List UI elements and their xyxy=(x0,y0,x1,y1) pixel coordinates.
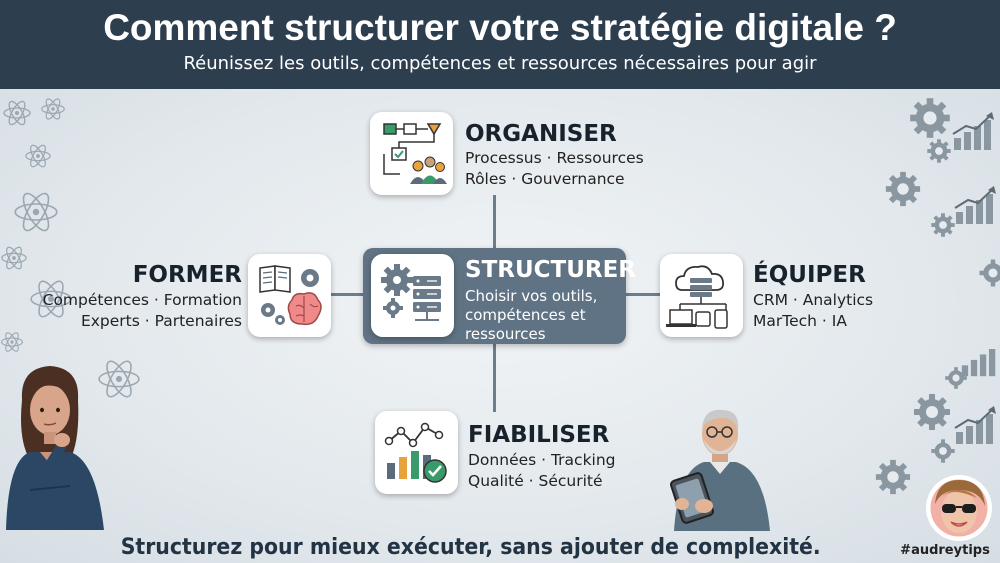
connector-line-left xyxy=(330,293,364,296)
fiabiliser-line-2: Qualité · Sécurité xyxy=(468,472,603,490)
structurer-icon-card xyxy=(371,254,454,337)
equiper-title: ÉQUIPER xyxy=(753,262,866,288)
organiser-title: ORGANISER xyxy=(465,121,617,147)
footer-tagline: Structurez pour mieux exécuter, sans ajo… xyxy=(120,535,821,560)
fiabiliser-icon-card xyxy=(375,411,458,494)
growth-chart-icon xyxy=(954,406,996,444)
gear-icon xyxy=(875,459,911,495)
equiper-line-1: CRM · Analytics xyxy=(753,291,874,309)
growth-chart-icon xyxy=(961,349,996,377)
equiper-icon-card xyxy=(660,254,743,337)
avatar xyxy=(926,475,992,541)
atom-icon xyxy=(98,360,140,398)
atom-icon xyxy=(14,192,58,232)
page-title: Comment structurer votre stratégie digit… xyxy=(103,7,897,48)
organiser-line-1: Processus · Ressources xyxy=(465,149,644,167)
connector-line-top xyxy=(493,195,496,249)
structurer-title: STRUCTURER xyxy=(465,257,637,283)
connector-line-bottom xyxy=(493,344,496,412)
header-banner: Comment structurer votre stratégie digit… xyxy=(0,0,1000,89)
atom-icon xyxy=(1,332,23,352)
man-with-tablet-illustration xyxy=(670,409,770,531)
thinking-woman-illustration xyxy=(6,366,104,530)
gear-icon xyxy=(931,213,955,237)
fiabiliser-line-1: Données · Tracking xyxy=(468,451,616,469)
chart-check-icon xyxy=(384,422,447,483)
former-icon-card xyxy=(248,254,331,337)
atom-icon xyxy=(1,246,27,270)
equiper-line-2: MarTech · IA xyxy=(753,312,847,330)
gear-icon xyxy=(979,259,1000,287)
gear-icon xyxy=(885,171,921,207)
gear-icon xyxy=(945,367,967,389)
fiabiliser-title: FIABILISER xyxy=(468,422,610,448)
hashtag-label: #audreytips xyxy=(900,543,990,558)
atom-icon xyxy=(30,280,72,318)
atom-icon xyxy=(3,100,31,126)
atom-icon xyxy=(41,98,65,120)
connector-line-right xyxy=(626,293,660,296)
organiser-line-2: Rôles · Gouvernance xyxy=(465,170,625,188)
growth-chart-icon xyxy=(952,112,994,150)
former-line-2: Experts · Partenaires xyxy=(80,312,242,330)
gear-icon xyxy=(910,98,950,138)
former-title: FORMER xyxy=(132,262,242,288)
gear-icon xyxy=(914,394,950,430)
gear-icon xyxy=(931,439,955,463)
atom-icon xyxy=(25,144,51,168)
former-line-1: Compétences · Formation xyxy=(42,291,242,309)
page-subtitle: Réunissez les outils, compétences et res… xyxy=(183,53,817,74)
structurer-description: Choisir vos outils, compétences et resso… xyxy=(465,287,598,343)
gears-server-icon xyxy=(381,264,441,321)
gear-icon xyxy=(927,139,951,163)
book-brain-icon xyxy=(259,265,322,326)
cloud-devices-icon xyxy=(666,265,728,329)
organiser-icon-card xyxy=(370,112,453,195)
growth-chart-icon xyxy=(954,186,996,224)
workflow-team-icon xyxy=(383,123,447,184)
